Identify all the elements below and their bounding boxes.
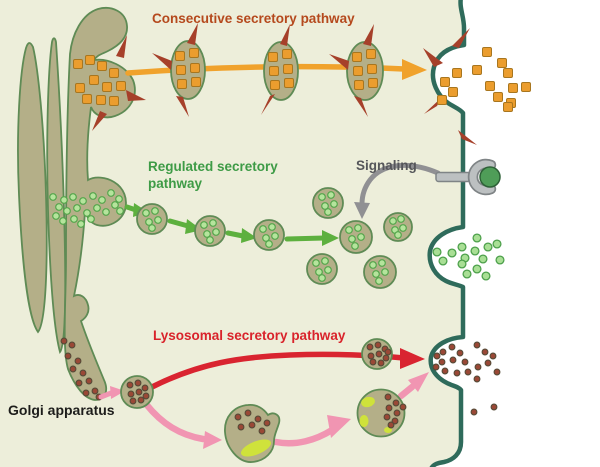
- label-golgi-apparatus: Golgi apparatus: [8, 402, 115, 418]
- label-regulated-secretory-pathway: Regulated secretory pathway: [148, 158, 278, 192]
- regulated-vesicle: [136, 203, 168, 235]
- lysosomal-vesicle: [120, 375, 154, 409]
- regulated-vesicle: [339, 220, 373, 254]
- constitutive-vesicle: [346, 41, 384, 101]
- regulated-vesicle: [253, 219, 285, 251]
- regulated-pathway-arrows: [124, 203, 339, 246]
- constitutive-vesicle: [263, 41, 299, 101]
- golgi-cisterna-main: [63, 7, 136, 401]
- regulated-vesicle: [312, 187, 344, 219]
- constitutive-secretory-vesicles: [170, 40, 384, 101]
- receptor-icon: [435, 158, 501, 196]
- regulated-vesicle: [194, 215, 226, 247]
- lysosome: [356, 388, 407, 438]
- label-lysosomal-secretory-pathway: Lysosomal secretory pathway: [153, 328, 346, 343]
- regulated-vesicle: [306, 253, 338, 285]
- constitutive-vesicle: [170, 40, 206, 100]
- regulated-secretory-vesicles: [136, 187, 413, 289]
- regulated-vesicle: [383, 212, 413, 242]
- endosomal-pathway-arrows: [98, 372, 429, 449]
- signaling-arrow: [354, 162, 441, 219]
- released-cargo-green-dots: [432, 233, 505, 281]
- regulated-vesicle: [363, 255, 397, 289]
- golgi-cisterna-left: [17, 42, 48, 334]
- label-consecutive-secretory-pathway: Consecutive secretory pathway: [152, 11, 355, 26]
- label-signaling: Signaling: [356, 158, 417, 173]
- released-cargo-squares: [437, 47, 531, 112]
- late-endosome: [224, 403, 281, 463]
- label-regulated-line2: pathway: [148, 176, 203, 191]
- membrane-protein-spikes: [423, 28, 477, 145]
- lysosomal-vesicle: [361, 338, 393, 370]
- vesicle-protein-spikes: [92, 23, 374, 131]
- ligand: [479, 166, 501, 188]
- label-regulated-line1: Regulated secretory: [148, 159, 278, 174]
